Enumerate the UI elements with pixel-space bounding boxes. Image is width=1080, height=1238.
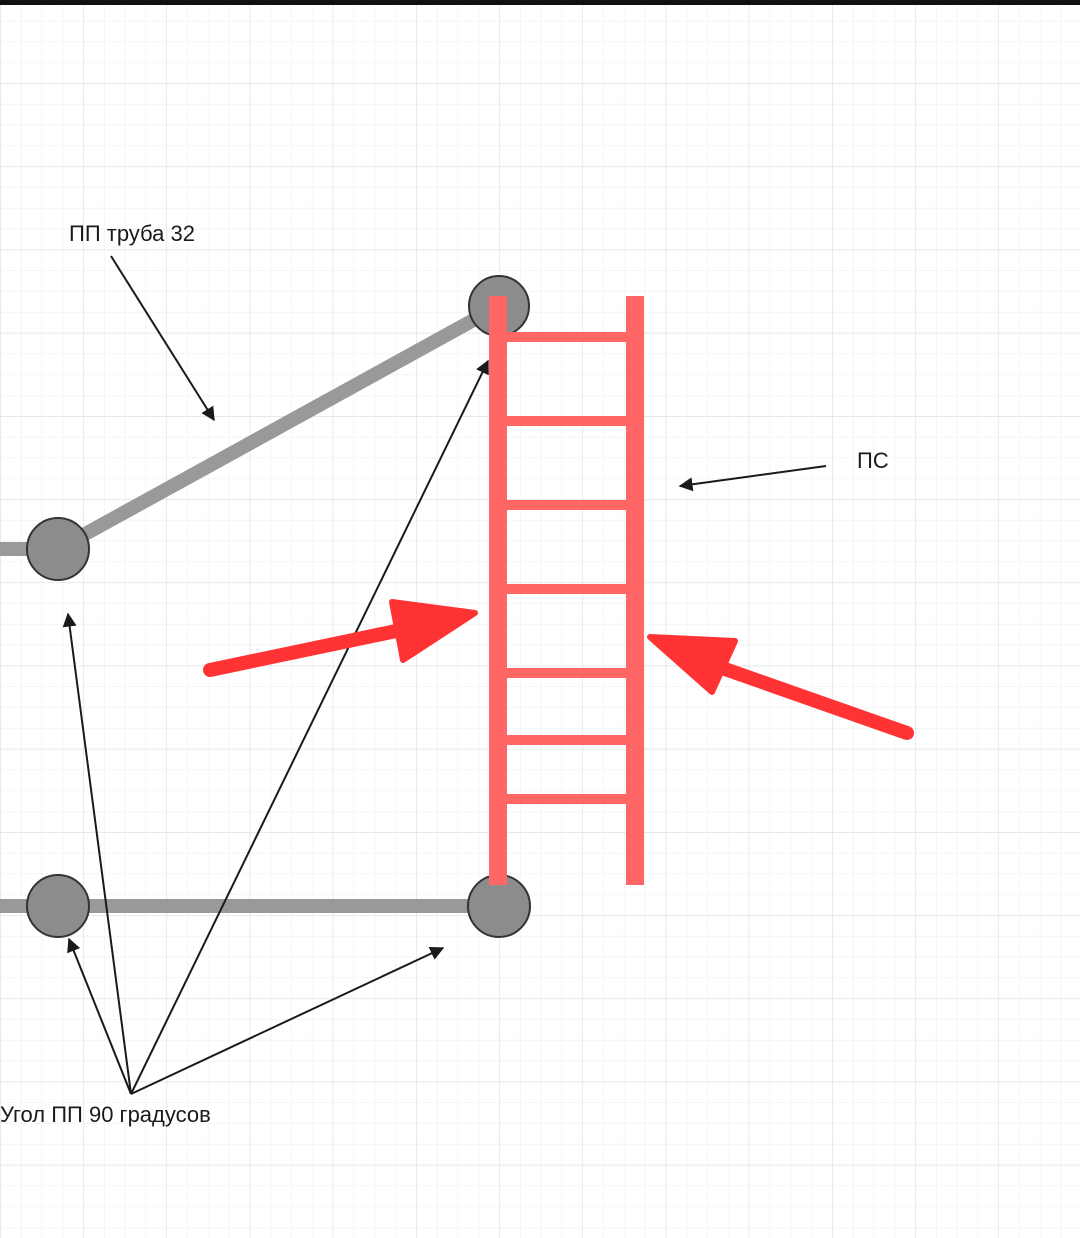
arrow-icon [110,255,215,422]
circle-joint-icon [26,874,90,938]
joints [26,275,531,938]
ladder-icon [489,296,644,885]
arrow-icon [67,937,132,1095]
arrow-icon [62,612,132,1095]
arrow-icon [678,465,827,492]
highlight-arrow-icon [647,634,914,740]
annotation-arrows [62,255,827,1095]
top-bar [0,0,1080,5]
stairs-label: ПС [857,448,889,473]
elbow-label: Угол ПП 90 градусов [0,1102,211,1127]
circle-joint-icon [26,517,90,581]
highlight-arrow-icon [203,599,478,677]
highlight-arrows [203,599,914,740]
arrow-icon [130,947,445,1095]
pipe-label: ПП труба 32 [69,221,195,246]
arrow-icon [130,359,489,1095]
pipe-diagonal [54,299,503,556]
